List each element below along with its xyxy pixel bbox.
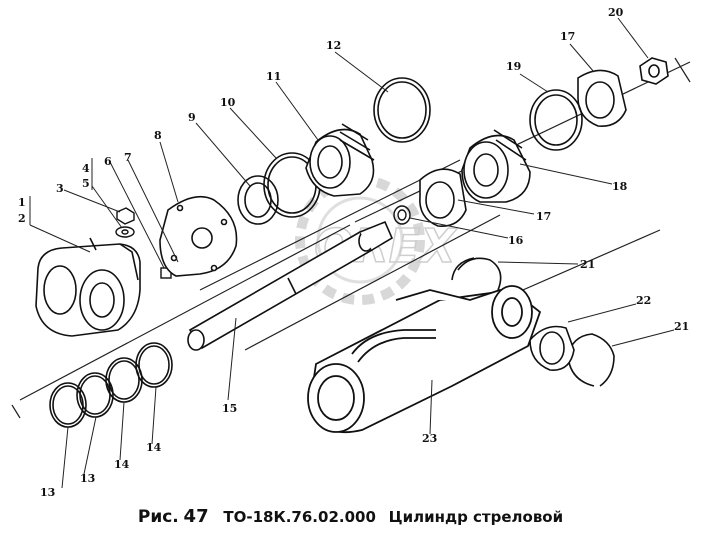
part-piston-18 <box>461 129 531 203</box>
callout-1: 1 <box>18 196 26 209</box>
drawing-code: ТО-18К.76.02.000 <box>223 508 376 526</box>
callout-12: 12 <box>326 39 341 52</box>
part-ring-19 <box>529 89 583 151</box>
part-gland-11 <box>305 123 375 197</box>
callout-labels: 1 2 3 4 5 6 7 8 9 10 11 12 13 13 14 14 1… <box>18 6 689 499</box>
figure-number: 47 <box>183 506 209 527</box>
part-rings-13-14 <box>49 342 173 428</box>
callout-3: 3 <box>56 182 64 195</box>
callout-9: 9 <box>188 111 196 124</box>
callout-17-upper: 17 <box>560 30 575 43</box>
callout-8: 8 <box>154 129 162 142</box>
callout-20: 20 <box>608 6 624 19</box>
callout-2: 2 <box>18 212 26 225</box>
callout-23: 23 <box>422 432 437 445</box>
callout-6: 6 <box>104 155 112 168</box>
callout-11: 11 <box>266 70 281 83</box>
callout-13-right: 13 <box>80 472 95 485</box>
callout-14-right: 14 <box>146 441 162 454</box>
callout-17-lower: 17 <box>536 210 551 223</box>
callout-15: 15 <box>222 402 237 415</box>
part-cylinder-23 <box>307 285 542 434</box>
callout-14-left: 14 <box>114 458 130 471</box>
leader-lines <box>29 17 675 489</box>
part-bushing-22 <box>529 325 575 371</box>
callout-4: 4 <box>82 162 90 175</box>
callout-7: 7 <box>124 151 132 164</box>
part-snap-ring-21 <box>451 257 615 387</box>
part-ring-12 <box>373 77 431 143</box>
figure-prefix: Рис. <box>137 507 179 527</box>
part-flange <box>159 195 238 277</box>
part-seal-16 <box>393 205 411 225</box>
callout-19: 19 <box>506 60 521 73</box>
callout-21-upper: 21 <box>580 258 595 271</box>
part-nut-20 <box>639 57 669 85</box>
callout-18: 18 <box>612 180 628 193</box>
callout-21-lower: 21 <box>674 320 689 333</box>
callout-16: 16 <box>508 234 524 247</box>
callout-5: 5 <box>82 177 90 190</box>
figure-caption: Рис. 47 ТО-18К.76.02.000 Цилиндр стрелов… <box>0 506 701 527</box>
drawing-title: Цилиндр стреловой <box>388 508 564 526</box>
assembly-axis-lines <box>11 57 691 419</box>
part-clevis <box>35 237 141 337</box>
callout-13-left: 13 <box>40 486 55 499</box>
callout-22: 22 <box>636 294 651 307</box>
callout-10: 10 <box>220 96 236 109</box>
part-bushing-17 <box>419 69 627 227</box>
part-nut-washer <box>115 207 135 238</box>
